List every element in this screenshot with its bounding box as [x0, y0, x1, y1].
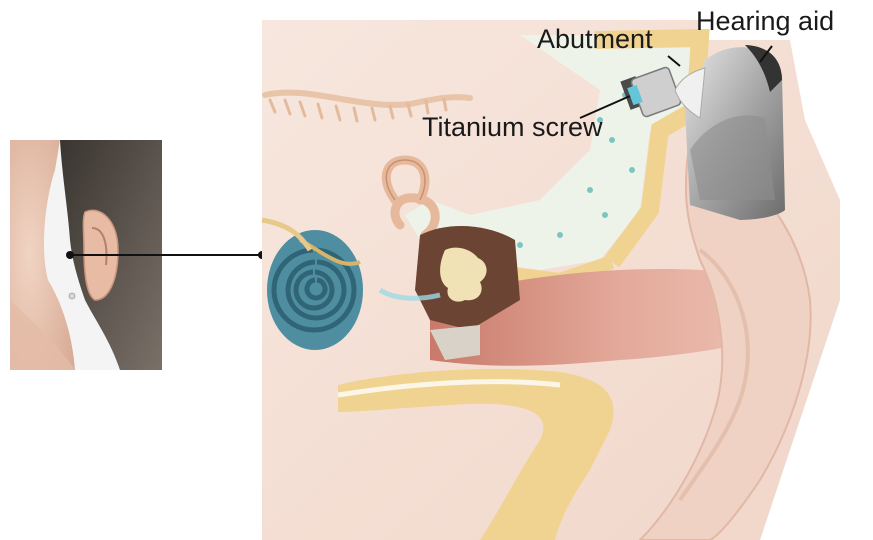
- ear-anatomy-icon: [262, 20, 840, 540]
- hearing-aid-label: Hearing aid: [696, 6, 834, 36]
- abutment-label: Abutment: [537, 24, 653, 54]
- titanium-screw-label: Titanium screw: [422, 112, 603, 142]
